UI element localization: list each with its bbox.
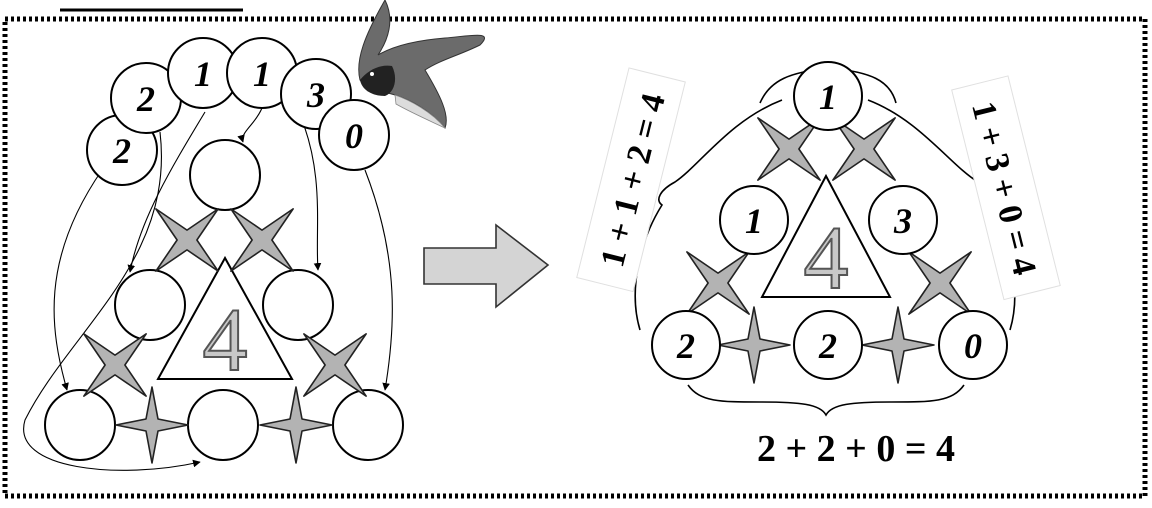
empty-slots xyxy=(44,139,404,461)
x-cross-icon xyxy=(908,251,972,315)
slot-mid-left xyxy=(719,185,789,255)
x-cross-icon xyxy=(303,333,367,397)
solution-top: 1 xyxy=(819,77,837,117)
seq-num-2: 2 xyxy=(136,79,155,119)
plus-cross-icon xyxy=(115,386,189,464)
bottom-equation: 2 + 2 + 0 = 4 xyxy=(757,428,955,470)
right-puzzle: 1 + 1 + 2 = 4 1 + 3 + 0 = 4 4 xyxy=(576,61,1061,470)
swallow-bird-icon xyxy=(358,0,486,129)
x-cross-icon xyxy=(155,208,219,272)
solution-bottom-right: 0 xyxy=(964,326,982,366)
dotted-frame xyxy=(2,16,1148,499)
slot-bottom-left xyxy=(651,310,721,380)
left-equation-panel: 1 + 1 + 2 = 4 xyxy=(576,67,686,293)
routing-arrows xyxy=(23,107,393,471)
slot-mid-right xyxy=(868,185,938,255)
solution-mid-left: 1 xyxy=(745,201,763,241)
seq-num-4: 1 xyxy=(253,54,271,94)
right-arrow-icon xyxy=(423,223,550,309)
seq-num-5: 3 xyxy=(306,75,325,115)
bottom-brace xyxy=(687,384,965,417)
center-digit: 4 xyxy=(804,209,849,308)
plus-cross-icon xyxy=(259,386,333,464)
sequence-circles: 2 2 1 1 3 0 xyxy=(86,37,390,186)
x-cross-icon xyxy=(757,117,821,181)
center-digit: 4 xyxy=(203,291,248,390)
slot-bottom-mid xyxy=(793,310,863,380)
center-triangle xyxy=(760,173,892,298)
center-triangle xyxy=(156,255,294,380)
x-cross-icon xyxy=(832,117,896,181)
x-cross-icon xyxy=(83,333,147,397)
solution-bottom-mid: 2 xyxy=(818,326,837,366)
solution-bottom-left: 2 xyxy=(676,326,695,366)
seq-num-3: 1 xyxy=(194,54,212,94)
seq-num-6: 0 xyxy=(345,116,363,156)
solution-mid-right: 3 xyxy=(893,201,912,241)
slot-top xyxy=(793,61,863,131)
seq-num-1: 2 xyxy=(112,131,131,171)
plus-cross-icon xyxy=(861,306,935,384)
x-cross-icon xyxy=(230,208,294,272)
right-equation-panel: 1 + 3 + 0 = 4 xyxy=(951,75,1061,301)
left-puzzle: 2 2 1 1 3 0 4 xyxy=(23,37,404,471)
plus-cross-icon xyxy=(717,306,791,384)
slot-bottom-right xyxy=(938,310,1008,380)
